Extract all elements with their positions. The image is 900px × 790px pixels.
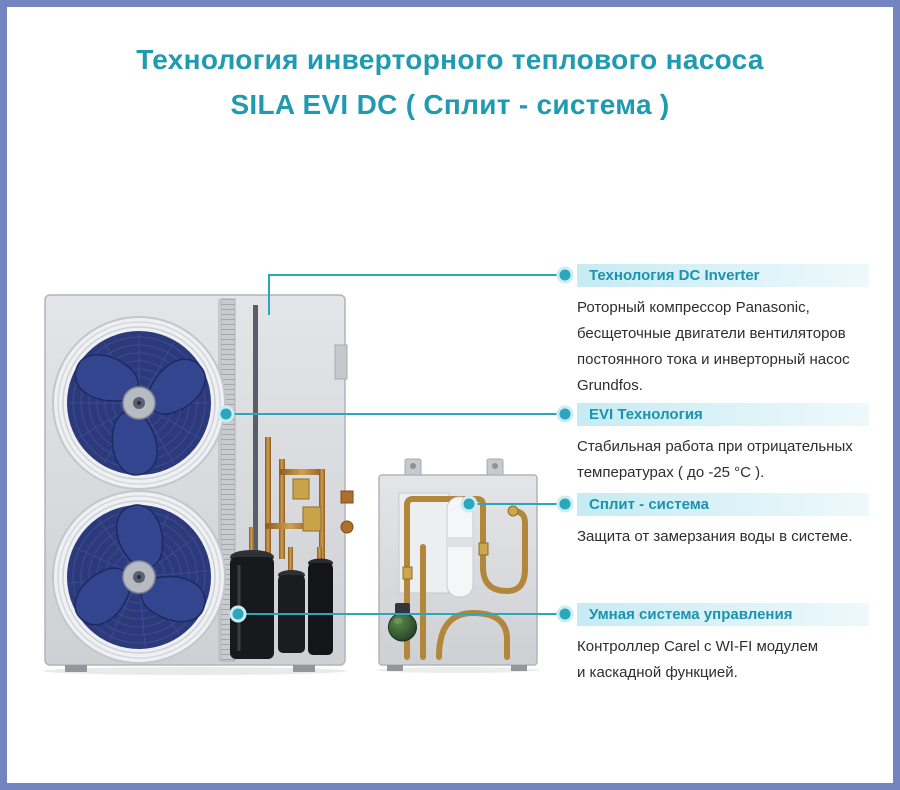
dot-hydro-anchor xyxy=(460,495,478,513)
callout-split: Сплит - система Защита от замерзания вод… xyxy=(577,493,869,550)
dot-dc-inverter xyxy=(556,266,574,284)
page-title: Технология инверторного теплового насоса… xyxy=(7,37,893,127)
pipe-fittings xyxy=(402,505,519,580)
refrigerant-pipes xyxy=(249,305,354,575)
title-line-2: SILA EVI DC ( Сплит - система ) xyxy=(230,89,670,120)
unit-foot xyxy=(293,665,315,672)
dot-compressor-anchor xyxy=(229,605,247,623)
dot-smart-control xyxy=(556,605,574,623)
title-line-1: Технология инверторного теплового насоса xyxy=(136,44,764,75)
callout-dc-inverter: Технология DC Inverter Роторный компресс… xyxy=(577,264,869,399)
hydro-module xyxy=(378,458,538,671)
heat-pump-diagram xyxy=(18,266,574,698)
service-valve xyxy=(340,520,354,534)
ground-shadows xyxy=(43,667,540,675)
expansion-vessel xyxy=(446,496,474,598)
unit-foot xyxy=(65,665,87,672)
unit-foot xyxy=(387,665,403,671)
callout-dots xyxy=(217,266,574,623)
callout-evi: EVI Технология Стабильная работа при отр… xyxy=(577,403,869,486)
dot-split xyxy=(556,495,574,513)
service-valve xyxy=(340,490,354,504)
callout-smart-control: Умная система управления Контроллер Care… xyxy=(577,603,869,686)
dot-fan-anchor xyxy=(217,405,235,423)
mounting-tabs xyxy=(404,458,504,478)
callout-smart-control-label: Умная система управления xyxy=(577,603,869,626)
callout-split-text: Защита от замерзания воды в системе. xyxy=(577,528,853,545)
dot-evi xyxy=(556,405,574,423)
outdoor-unit xyxy=(18,294,354,698)
callout-dc-inverter-label: Технология DC Inverter xyxy=(577,264,869,287)
connector-dc-inverter xyxy=(268,274,565,315)
unit-foot xyxy=(511,665,527,671)
callout-evi-label: EVI Технология xyxy=(577,403,869,426)
callout-split-label: Сплит - система xyxy=(577,493,869,516)
callout-dc-inverter-text: Роторный компрессор Panasonic, бесщеточн… xyxy=(577,299,850,394)
callout-smart-control-text: Контроллер Carel с WI-FI модулем и каска… xyxy=(577,638,819,681)
callout-connectors xyxy=(226,274,565,615)
fan-top xyxy=(52,316,226,490)
callout-evi-text: Стабильная работа при отрицательных темп… xyxy=(577,438,853,481)
side-junction-box xyxy=(334,344,348,380)
